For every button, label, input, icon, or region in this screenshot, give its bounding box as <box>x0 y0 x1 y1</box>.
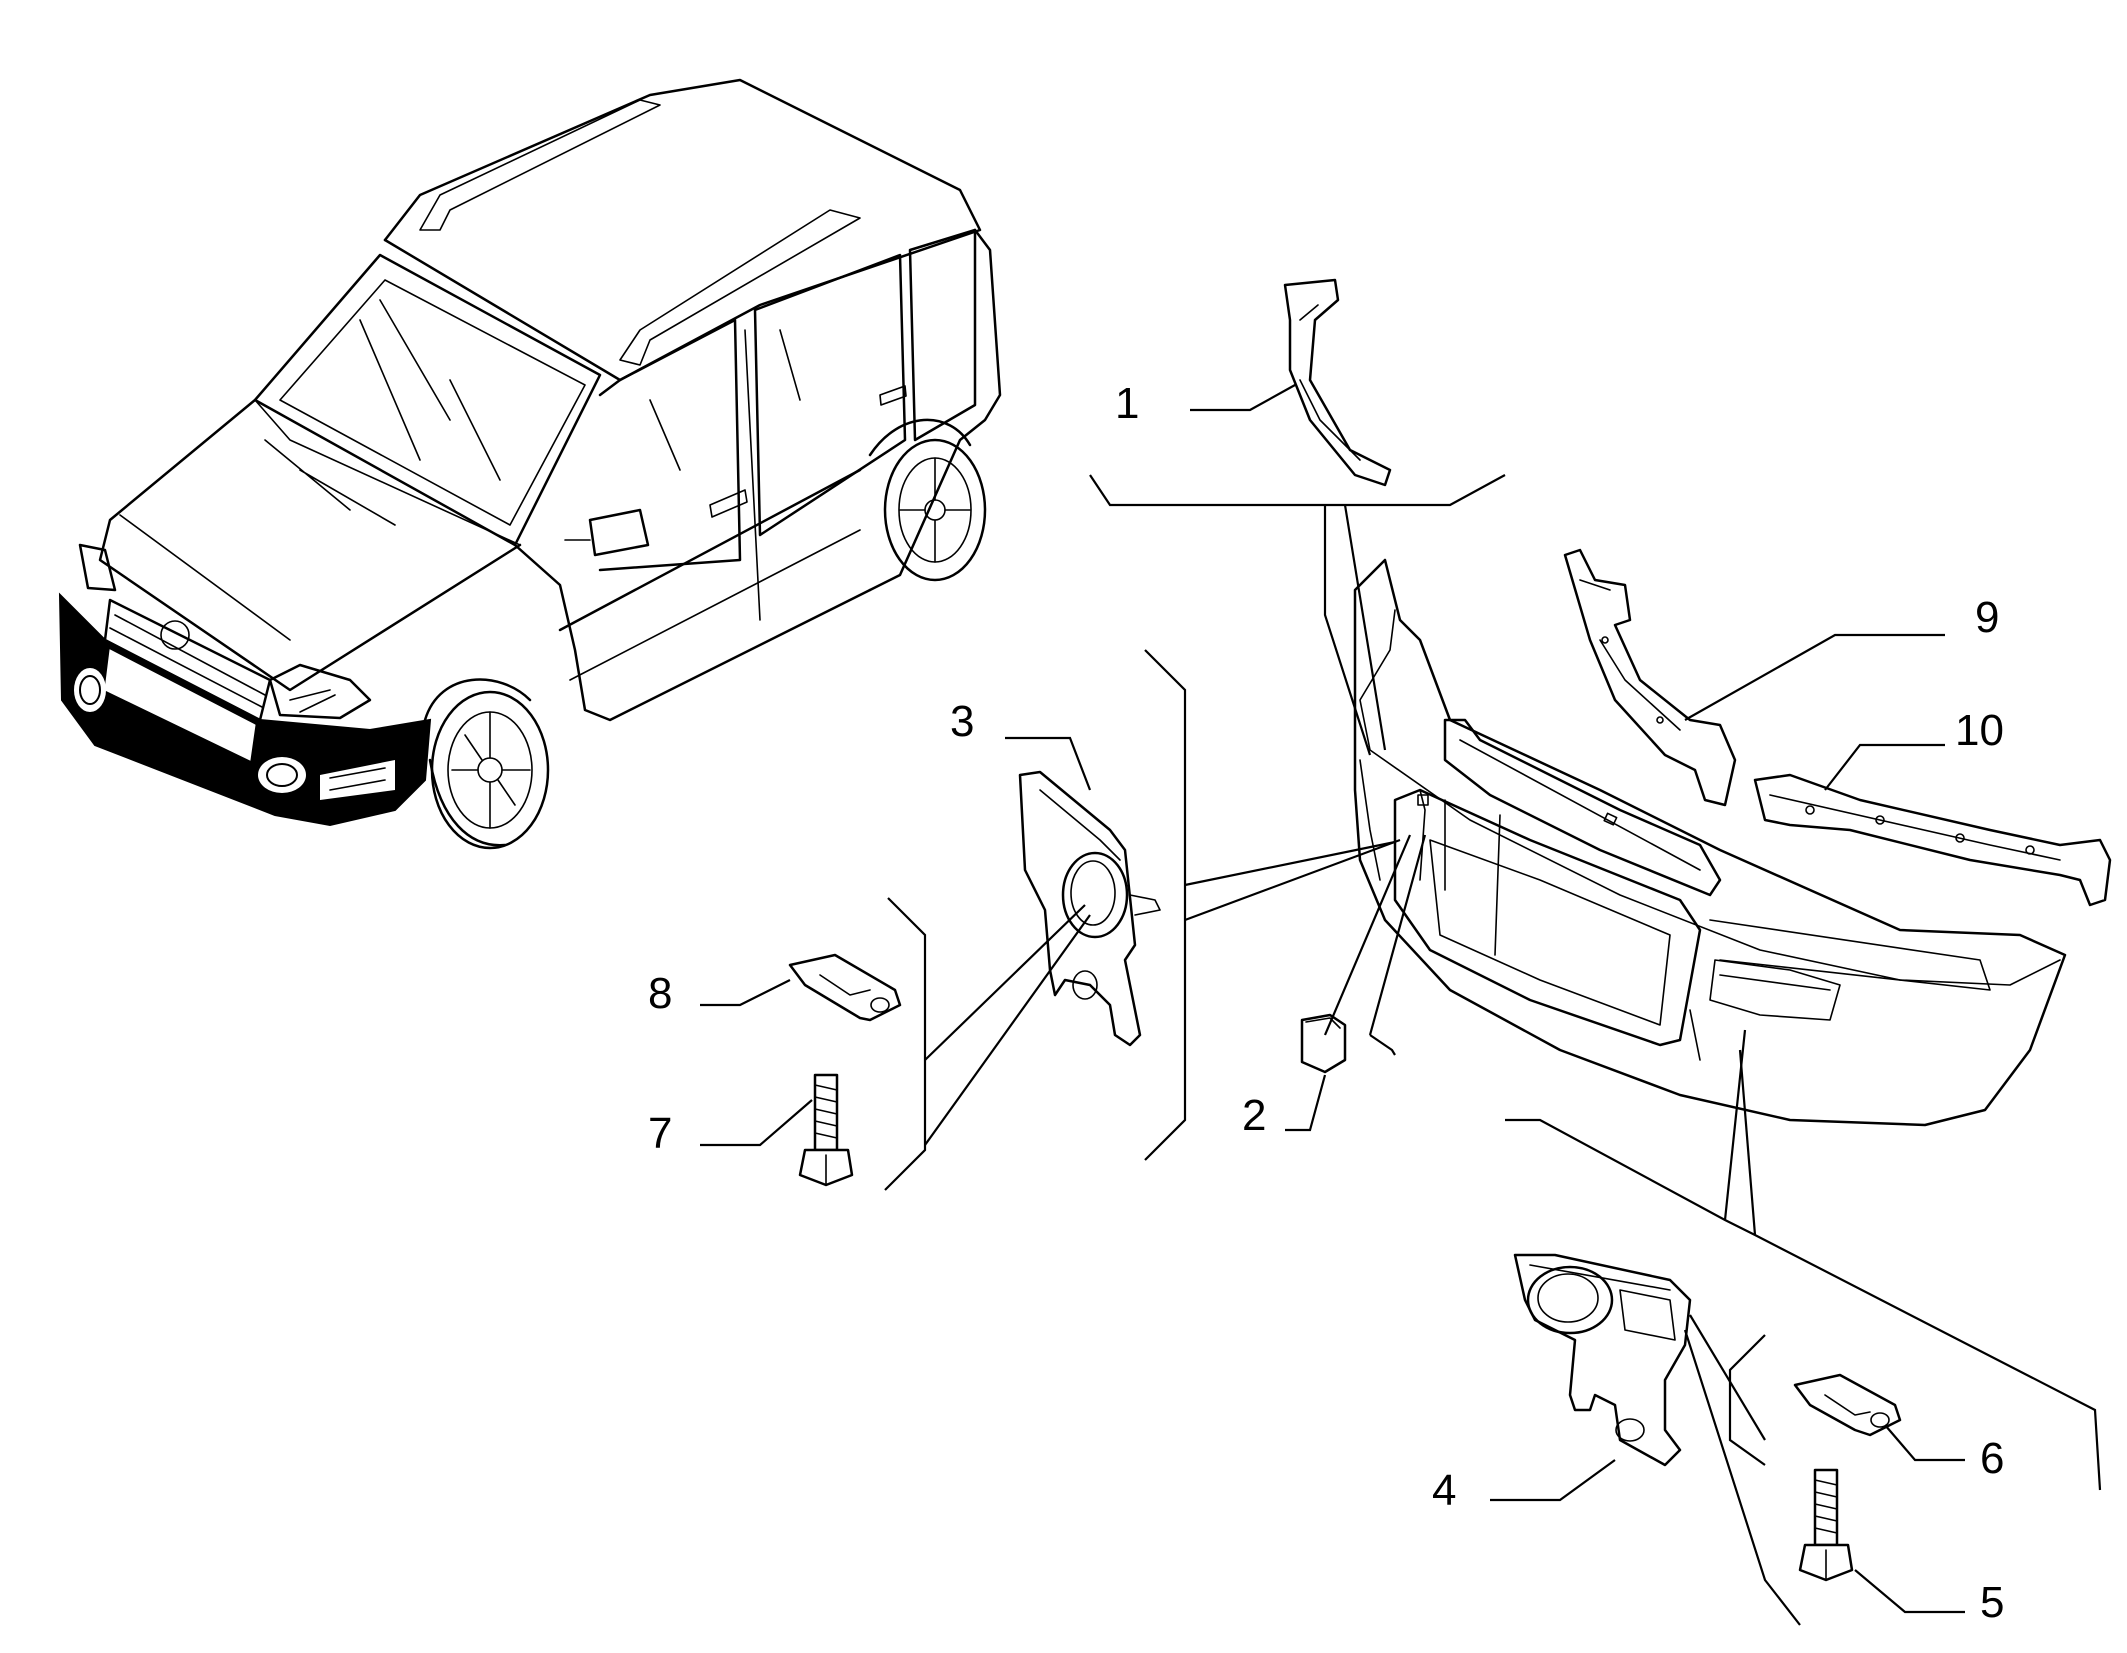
part-9-upper-bracket <box>1563 548 1737 807</box>
leader-lines <box>700 384 2102 1626</box>
callout-5: 5 <box>1980 1578 2004 1627</box>
front-bumper-highlight <box>58 592 432 827</box>
part-4-right-fog-bracket <box>1513 1253 1692 1467</box>
callout-4: 4 <box>1432 1466 1456 1515</box>
part-8-clip <box>788 953 902 1022</box>
callout-10: 10 <box>1955 706 2004 755</box>
part-5-bolt <box>1798 1468 1854 1582</box>
callout-9: 9 <box>1975 593 1999 642</box>
part-2-tow-hook-cap <box>1300 1013 1347 1074</box>
part-7-bolt <box>798 1073 854 1187</box>
callout-3: 3 <box>950 697 974 746</box>
part-6-clip <box>1793 1373 1902 1437</box>
part-10-lower-bracket <box>1753 773 2112 907</box>
callout-labels: 1 2 3 4 5 6 7 8 9 10 <box>648 379 2004 1627</box>
front-bumper-assembly <box>1353 558 2067 1127</box>
callout-6: 6 <box>1980 1434 2004 1483</box>
callout-2: 2 <box>1242 1091 1266 1140</box>
callout-1: 1 <box>1115 379 1139 428</box>
part-1-grille-trim <box>1283 278 1392 487</box>
vehicle-illustration <box>58 78 1002 850</box>
callout-8: 8 <box>648 969 672 1018</box>
callout-7: 7 <box>648 1109 672 1158</box>
part-3-left-fog-bracket <box>1018 770 1161 1047</box>
